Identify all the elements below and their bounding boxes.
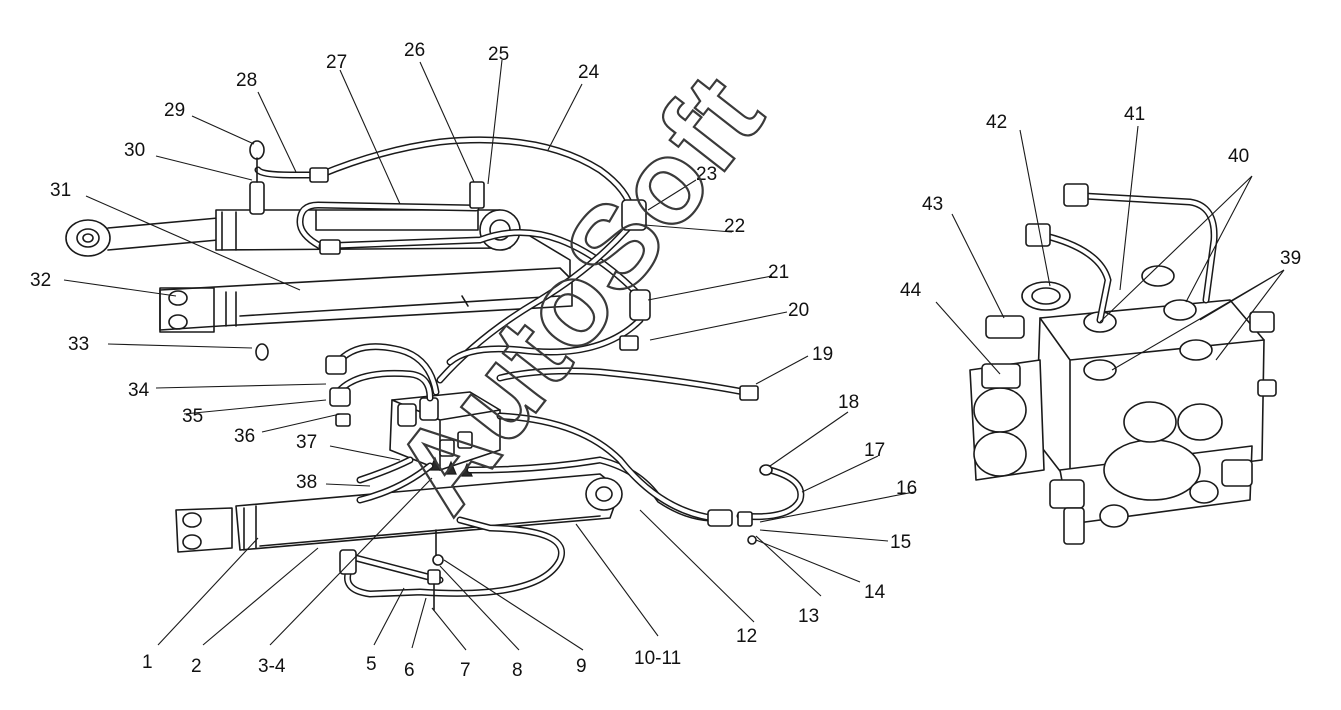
callout-14: 14	[864, 582, 886, 603]
callout-44: 44	[900, 280, 922, 301]
callout-28: 28	[236, 70, 257, 91]
lower-cylinder	[175, 473, 623, 557]
callout-17: 17	[864, 440, 885, 461]
main-valve-block	[969, 183, 1277, 545]
callout-19: 19	[812, 344, 833, 365]
callout-36: 36	[234, 426, 255, 447]
callout-10-11: 10-11	[634, 648, 681, 669]
callout-25: 25	[488, 44, 509, 65]
callout-1: 1	[142, 652, 153, 673]
callout-9: 9	[576, 656, 587, 677]
callout-41: 41	[1124, 104, 1145, 125]
callout-35: 35	[182, 406, 203, 427]
callout-29: 29	[164, 100, 185, 121]
callout-22: 22	[724, 216, 745, 237]
callout-21: 21	[768, 262, 789, 283]
callout-2: 2	[191, 656, 202, 677]
callout-31: 31	[50, 180, 71, 201]
callout-16: 16	[896, 478, 917, 499]
callout-34: 34	[128, 380, 150, 401]
callout-37: 37	[296, 432, 317, 453]
callout-26: 26	[404, 40, 425, 61]
callout-43: 43	[922, 194, 943, 215]
callout-18: 18	[838, 392, 859, 413]
callout-8: 8	[512, 660, 523, 681]
callout-3-4: 3-4	[258, 656, 286, 677]
callout-labels: 1 2 3-4 5 6 7 8 9 10-11 12 13 14 15 16 1…	[30, 40, 1301, 681]
callout-42: 42	[986, 112, 1007, 133]
callout-32: 32	[30, 270, 51, 291]
callout-15: 15	[890, 532, 911, 553]
callout-39: 39	[1280, 248, 1301, 269]
leader-lines	[63, 59, 1285, 651]
callout-30: 30	[124, 140, 145, 161]
callout-20: 20	[788, 300, 809, 321]
upper-fittings	[249, 140, 759, 401]
center-control-valve	[325, 343, 501, 477]
upper-hoses	[254, 136, 748, 396]
upper-cylinder-body	[159, 267, 573, 333]
callout-38: 38	[296, 472, 317, 493]
callout-13: 13	[798, 606, 819, 627]
callout-6: 6	[404, 660, 415, 681]
callout-27: 27	[326, 52, 347, 73]
callout-5: 5	[366, 654, 377, 675]
lower-hoses	[339, 412, 805, 611]
callout-24: 24	[578, 62, 600, 83]
callout-33: 33	[68, 334, 89, 355]
callout-7: 7	[460, 660, 471, 681]
callout-40: 40	[1228, 146, 1249, 167]
callout-23: 23	[696, 164, 717, 185]
callout-12: 12	[736, 626, 757, 647]
